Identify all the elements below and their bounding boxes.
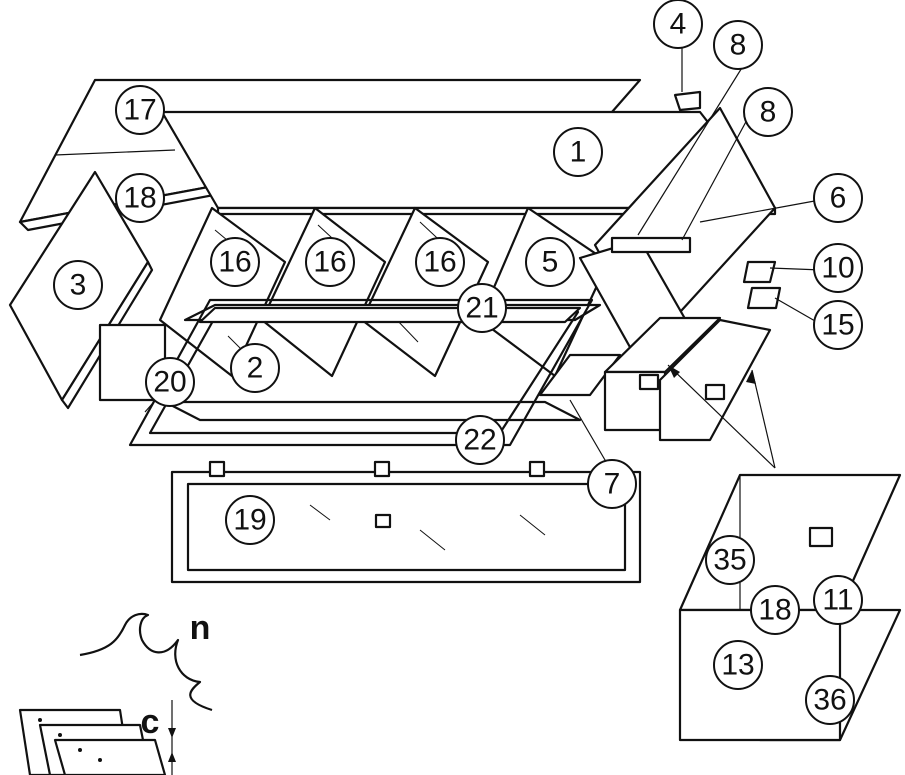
callout-11: 11 [813,575,863,625]
svg-text:10: 10 [821,252,854,285]
svg-text:8: 8 [760,96,777,129]
svg-text:16: 16 [313,246,346,279]
svg-text:4: 4 [670,8,687,41]
front-frame [128,298,594,447]
svg-text:35: 35 [713,544,746,577]
shelves [158,206,610,378]
callout-1: 1 [553,127,603,177]
callout-18: 18 [750,585,800,635]
callout-6: 6 [813,173,863,223]
callout-16b: 16 [305,237,355,287]
callout-15: 15 [813,300,863,350]
svg-text:5: 5 [542,246,559,279]
callout-5: 5 [525,237,575,287]
svg-text:18: 18 [123,182,156,215]
divider-rail [198,306,582,324]
letter-n: n [190,609,211,647]
svg-text:22: 22 [463,424,496,457]
svg-text:11: 11 [822,584,853,617]
callout-17a: 17 [115,85,165,135]
svg-text:18: 18 [758,594,791,627]
letter-c: c [141,703,160,741]
callout-8b: 8 [743,87,793,137]
svg-text:2: 2 [247,352,264,385]
callouts: 17 18 3 16 16 16 5 1 4 8 8 6 10 15 21 20… [53,0,863,725]
callout-17b: 18 [115,173,165,223]
glass-door [170,460,642,584]
detail-inset: n c [18,609,213,775]
callout-13: 13 [713,640,763,690]
svg-text:16: 16 [218,246,251,279]
svg-text:16: 16 [423,246,456,279]
drawer-handle-icon [638,373,660,391]
callout-2: 2 [230,343,280,393]
svg-text:13: 13 [721,649,754,682]
callout-8a: 8 [713,20,763,70]
callout-35: 35 [705,535,755,585]
svg-text:36: 36 [813,684,846,717]
svg-text:15: 15 [821,309,854,342]
svg-text:7: 7 [604,468,621,501]
svg-text:3: 3 [70,269,87,302]
callout-4: 4 [653,0,703,49]
callout-7: 7 [587,459,637,509]
callout-16c: 16 [415,237,465,287]
svg-text:17: 17 [123,94,156,127]
drawers-assembled [603,316,772,442]
callout-22: 22 [455,415,505,465]
callout-21: 21 [457,283,507,333]
svg-text:6: 6 [830,182,847,215]
svg-text:19: 19 [233,504,266,537]
callout-16a: 16 [210,237,260,287]
drawer-handle-icon [704,383,726,401]
svg-text:20: 20 [153,366,186,399]
drawer-handle-icon [808,526,834,548]
svg-text:21: 21 [465,292,498,325]
callout-36: 36 [805,675,855,725]
svg-text:1: 1 [570,136,587,169]
callout-10: 10 [813,243,863,293]
svg-text:8: 8 [730,29,747,62]
callout-20: 20 [145,357,195,407]
callout-19: 19 [225,495,275,545]
callout-3: 3 [53,260,103,310]
